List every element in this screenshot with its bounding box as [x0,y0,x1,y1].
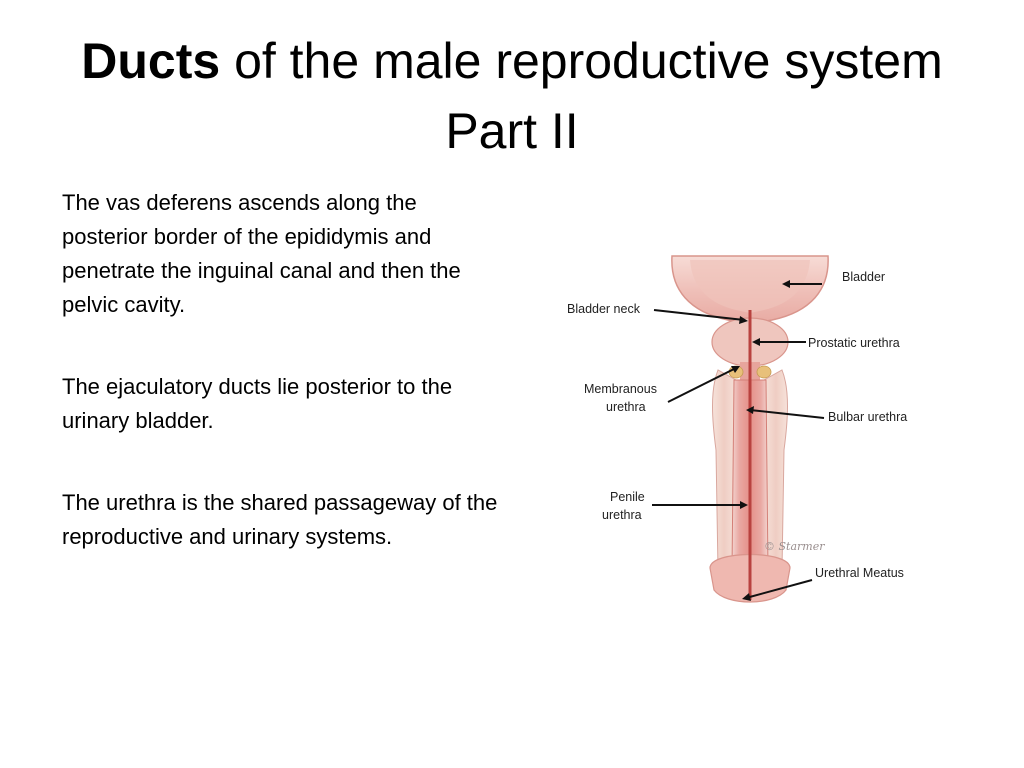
slide-title: Ducts of the male reproductive system Pa… [60,26,964,166]
paragraph-ejaculatory-ducts: The ejaculatory ducts lie posterior to t… [62,374,453,433]
pointer-urethral-meatus-head [742,593,751,601]
pointer-bulbar-urethra [749,409,825,419]
title-rest-part: of the male reproductive system Part II [220,33,943,159]
label-bladder: Bladder [842,270,885,284]
label-penile-line2: urethra [602,508,642,522]
artist-signature: © Starmer [764,540,825,553]
urethra-diagram: Bladder Bladder neck Prostatic urethra M… [560,250,940,615]
label-bulbar-urethra: Bulbar urethra [828,410,907,424]
title-bold-part: Ducts [81,33,221,89]
paragraph-urethra: The urethra is the shared passageway of … [62,490,498,549]
pointer-penile-urethra-head [740,501,748,509]
pointer-prostatic-urethra-head [752,338,760,346]
label-prostatic-urethra: Prostatic urethra [808,336,900,350]
body-text: The vas deferens ascends along the poste… [62,186,502,602]
pointer-bladder-head [782,280,790,288]
pointer-urethral-meatus [745,579,813,599]
paragraph-vas-deferens: The vas deferens ascends along the poste… [62,190,461,317]
label-bladder-neck: Bladder neck [567,302,641,316]
label-urethral-meatus: Urethral Meatus [815,566,904,580]
pointer-membranous-urethra-head [731,366,740,373]
pointer-bladder-neck-head [739,316,748,324]
label-membranous-line2: urethra [606,400,646,414]
label-penile-line1: Penile [610,490,645,504]
bladder-inner [690,260,810,313]
pointer-membranous-urethra [667,367,737,403]
label-membranous-line1: Membranous [584,382,657,396]
pointer-bulbar-urethra-head [746,406,754,414]
pointer-bladder-neck [653,309,745,321]
urethra-illustration: Bladder Bladder neck Prostatic urethra M… [567,255,907,603]
bulb-right [756,365,772,379]
